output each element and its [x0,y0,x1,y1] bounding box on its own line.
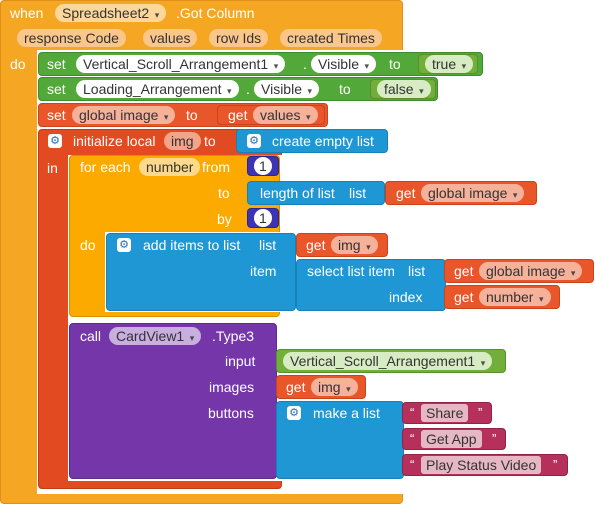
select-list-item-block[interactable] [296,259,446,311]
number-dropdown[interactable]: number [479,288,551,306]
open-quote: “ [410,431,415,446]
param-row-ids[interactable]: row Ids [209,29,269,47]
make-a-list-label: make a list [313,405,380,421]
by-keyword: by [217,211,232,227]
global-image-dropdown[interactable]: global image [479,262,583,280]
text-play-status-video[interactable]: Play Status Video [421,456,542,474]
global-image-dropdown[interactable]: global image [421,184,525,202]
buttons-label: buttons [208,405,254,421]
to-keyword: to [204,133,216,149]
when-keyword: when [10,5,44,21]
text-get-app[interactable]: Get App [421,430,482,448]
in-keyword: in [47,160,58,176]
to-keyword: to [389,56,401,72]
to-keyword: to [218,185,230,201]
global-image-dropdown[interactable]: global image [72,106,176,124]
gear-icon[interactable]: ⚙ [48,134,62,148]
to-keyword: to [186,107,198,123]
gear-icon[interactable]: ⚙ [117,238,131,252]
length-of-list-label: length of list [260,185,335,201]
call-keyword: call [80,328,102,344]
add-items-to-list-block[interactable] [106,233,296,311]
close-quote: ” [492,431,497,446]
param-response-code[interactable]: response Code [17,29,126,47]
images-label: images [209,379,255,395]
dot-label: . [246,81,250,97]
list-keyword: list [408,263,426,279]
by-number-value[interactable]: 1 [254,209,272,227]
dot-label: . [303,56,307,72]
img-dropdown[interactable]: img [311,378,358,396]
for-each-var-number[interactable]: number [139,158,201,176]
method-name: .Type3 [212,328,255,344]
true-dropdown[interactable]: true [425,55,474,73]
values-dropdown[interactable]: values [253,106,318,124]
open-quote: “ [410,457,415,472]
get-keyword: get [286,379,306,395]
vsa-component-dropdown[interactable]: Vertical_Scroll_Arrangement1 [283,352,493,370]
loading-property-dropdown[interactable]: Visible [254,80,320,98]
gear-icon[interactable]: ⚙ [287,406,301,420]
vsa-property-dropdown[interactable]: Visible [311,55,377,73]
call-cardview-type3-block[interactable] [69,323,277,479]
create-empty-list-label: create empty list [272,133,374,149]
get-keyword: get [454,289,474,305]
open-quote: “ [410,405,415,420]
local-var-name-img[interactable]: img [164,132,201,150]
param-created-times[interactable]: created Times [280,29,382,47]
from-number-value[interactable]: 1 [254,157,272,175]
add-items-label: add items to list [143,237,241,253]
false-dropdown[interactable]: false [377,80,431,98]
vsa-component-dropdown[interactable]: Vertical_Scroll_Arrangement1 [76,55,286,73]
do-keyword: do [10,56,26,72]
img-dropdown[interactable]: img [331,236,378,254]
input-label: input [225,353,256,369]
get-keyword: get [228,107,248,123]
initialize-local-label: initialize local [73,133,156,149]
cardview-component-dropdown[interactable]: CardView1 [109,327,202,345]
text-share[interactable]: Share [421,404,469,422]
get-keyword: get [306,237,326,253]
to-keyword: to [339,81,351,97]
length-of-list-block[interactable] [247,181,385,205]
event-name-label: .Got Column [176,5,255,21]
from-keyword: from [202,159,230,175]
close-quote: ” [478,405,483,420]
select-list-item-label: select list item [307,263,395,279]
create-empty-list-block[interactable] [236,129,388,153]
for-each-label: for each [80,159,131,175]
item-keyword: item [250,263,277,279]
do-keyword: do [80,237,96,253]
get-keyword: get [454,263,474,279]
set-keyword: set [47,56,66,72]
loading-component-dropdown[interactable]: Loading_Arrangement [76,80,239,98]
index-keyword: index [389,289,423,305]
gear-icon[interactable]: ⚙ [247,134,261,148]
list-keyword: list [259,237,277,253]
component-dropdown-spreadsheet[interactable]: Spreadsheet2 [55,4,167,22]
param-values[interactable]: values [143,29,198,47]
set-keyword: set [47,107,66,123]
list-keyword: list [349,185,367,201]
set-keyword: set [47,81,66,97]
close-quote: ” [553,457,558,472]
get-keyword: get [396,185,416,201]
